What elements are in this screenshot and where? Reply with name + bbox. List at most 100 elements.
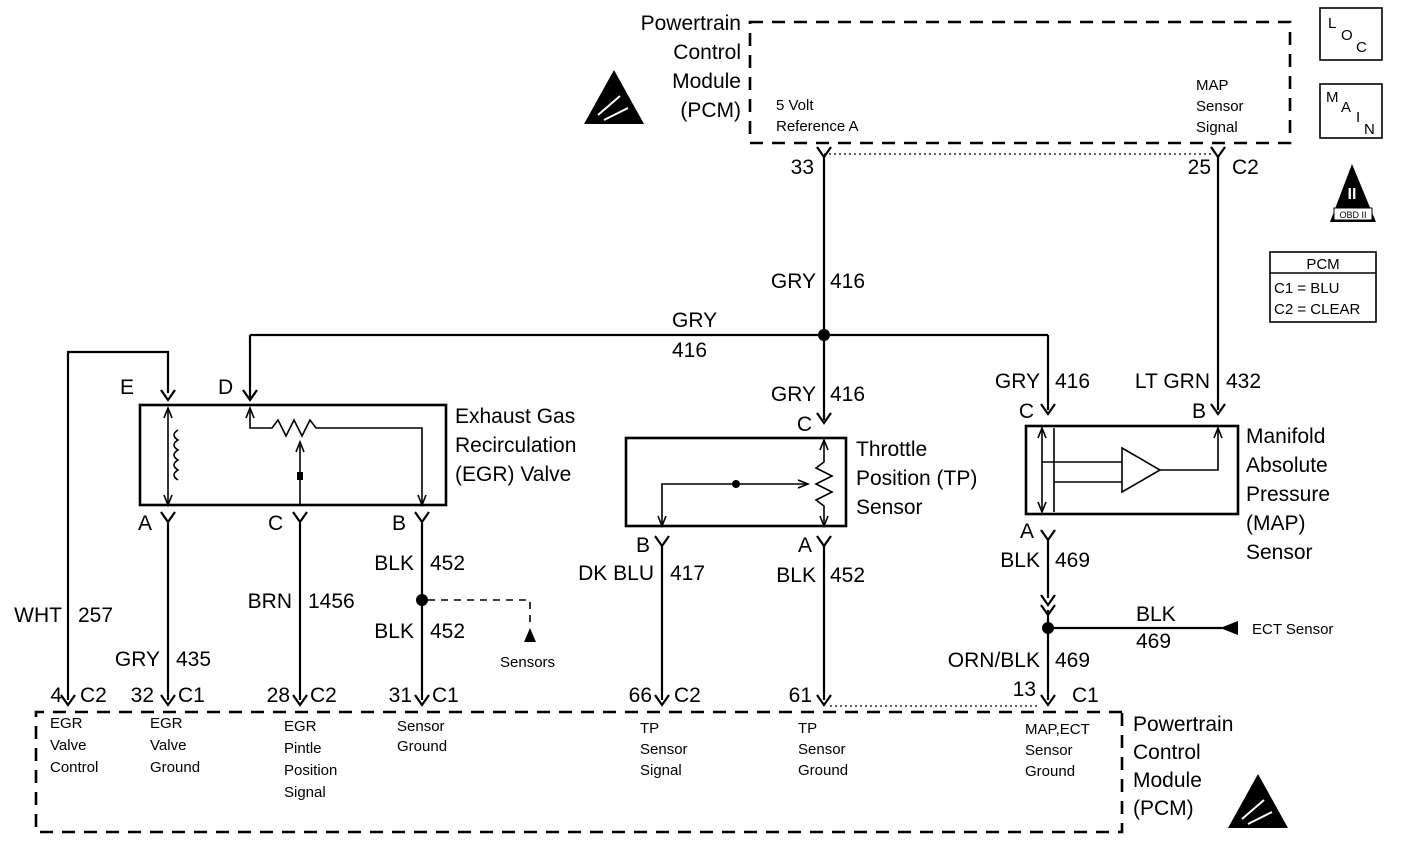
obd-ii-badge-icon: II OBD II (1330, 164, 1376, 222)
map-output-arrow (1213, 425, 1223, 439)
pcm-pin-31-label-line-1: Sensor (397, 718, 445, 735)
pcm-pin-32: 32 (131, 684, 154, 707)
egr-terminal-b: B (392, 512, 406, 535)
wire-label-ornblk-469-color: ORN/BLK (948, 649, 1040, 672)
wire-label-gry-416-tp-color: GRY (771, 383, 816, 406)
wire-labels: GRY 416 GRY 416 GRY 416 GRY 416 LT GRN 4… (14, 270, 1333, 672)
tp-terminal-c-symbol (816, 412, 832, 425)
pcm-bottom-module: Powertrain Control Module (PCM) 4 C2 EGR… (34, 678, 1233, 834)
tp-label-line-1: Throttle (856, 438, 927, 461)
egr-terminal-c: C (268, 512, 283, 535)
pcm-pin-61-label-line-2: Sensor (798, 741, 846, 758)
pcm-pin-66-label-line-2: Sensor (640, 741, 688, 758)
pcm-pin-13-label-line-2: Sensor (1025, 742, 1073, 759)
map-amplifier-icon (1121, 446, 1162, 494)
loc-badge-letter-o: O (1341, 27, 1353, 44)
wire-label-wht-257-color: WHT (14, 604, 62, 627)
map-terminal-c: C (1019, 400, 1034, 423)
pcm-pin-25-connector-symbol (1210, 146, 1226, 159)
tp-resistor-arrows (819, 437, 829, 529)
pcm-pin-25: 25 (1188, 156, 1211, 179)
main-badge-letter-n: N (1364, 121, 1375, 138)
map-terminal-c-symbol (1040, 403, 1056, 416)
map-sensor-component: Manifold Absolute Pressure (MAP) Sensor … (1019, 400, 1330, 564)
pcm-top-pin-label-map-signal-line-2: Sensor (1196, 98, 1244, 115)
pcm-bottom-title-line-2: Control (1133, 741, 1201, 764)
wire-label-gry-416-bus-color: GRY (672, 309, 717, 332)
pcm-top-pin-label-map-signal-line-1: MAP (1196, 77, 1229, 94)
egr-wiper-arrow (295, 439, 305, 453)
ect-sensor-label: ECT Sensor (1252, 621, 1333, 638)
wire-label-brn-1456-num: 1456 (308, 590, 355, 613)
pcm-pin-13-label-line-1: MAP,ECT (1025, 721, 1090, 738)
pcm-pin-25-connector: C2 (1232, 156, 1259, 179)
tp-signal-arrow (657, 515, 667, 529)
pcm-pin-32-symbol (160, 694, 176, 707)
pcm-pin-13: 13 (1013, 678, 1036, 701)
wire-label-gry-416-main-color: GRY (771, 270, 816, 293)
egr-terminal-a-symbol (160, 511, 176, 524)
pcm-pin-61-label-line-3: Ground (798, 762, 848, 779)
main-badge-letter-m: M (1326, 89, 1339, 106)
tp-label-line-2: Position (TP) (856, 467, 977, 490)
loc-badge-letter-c: C (1356, 39, 1367, 56)
pcm-pin-31-connector: C1 (432, 684, 459, 707)
map-sensor-body (1024, 424, 1240, 516)
wire-label-ltgrn-432-color: LT GRN (1135, 370, 1210, 393)
esd-warning-icon (584, 70, 644, 124)
obd-badge-text: OBD II (1339, 210, 1366, 220)
pcm-pin-66-label-line-3: Signal (640, 762, 682, 779)
pcm-pin-32-connector: C1 (178, 684, 205, 707)
wire-label-gry-416-map-num: 416 (1055, 370, 1090, 393)
pcm-pin-66-label-line-1: TP (640, 720, 659, 737)
wire-label-blk-469-ect-num: 469 (1136, 630, 1171, 653)
loc-badge-letter-l: L (1328, 15, 1336, 32)
pcm-pin-66: 66 (629, 684, 652, 707)
pcm-top-title-line-4: (PCM) (680, 99, 741, 122)
wire-sensors-ground-branch (428, 599, 531, 622)
map-terminal-b-symbol (1210, 403, 1226, 416)
pcm-pin-4-label-line-2: Valve (50, 737, 86, 754)
wire-label-blk-452-tp-color: BLK (776, 564, 816, 587)
egr-valve-body (138, 403, 448, 507)
pcm-pin-13-symbol (1040, 694, 1056, 707)
pcm-pin-31-label-line-2: Ground (397, 738, 447, 755)
wire-label-gry-416-main-num: 416 (830, 270, 865, 293)
map-amp-output (1160, 428, 1219, 471)
pcm-pin-61: 61 (789, 684, 812, 707)
tp-sensor-component: Throttle Position (TP) Sensor C B A (624, 413, 977, 557)
pcm-pin-4-label-line-3: Control (50, 759, 98, 776)
pcm-pin-66-symbol (654, 694, 670, 707)
wire-label-blk-452-lower-num: 452 (430, 620, 465, 643)
pcm-bottom-boundary (34, 710, 1124, 834)
pcm-pin-4: 4 (50, 684, 62, 707)
map-label-line-5: Sensor (1246, 541, 1313, 564)
pcm-pin-4-connector: C2 (80, 684, 107, 707)
wire-label-gry-435-num: 435 (176, 648, 211, 671)
map-label-line-4: (MAP) (1246, 512, 1306, 535)
pcm-top-title-line-3: Module (672, 70, 741, 93)
map-terminal-a-symbol (1040, 529, 1056, 542)
egr-label-line-2: Recirculation (455, 434, 576, 457)
wire-label-blk-469-ect-color: BLK (1136, 603, 1176, 626)
pcm-pin-28-label-line-2: Pintle (284, 740, 322, 757)
pcm-pin-4-label-line-1: EGR (50, 715, 83, 732)
wire-label-blk-452-tp-num: 452 (830, 564, 865, 587)
esd-warning-icon (1228, 774, 1288, 828)
legend-line-c1: C1 = BLU (1274, 280, 1339, 297)
wire-label-ltgrn-432-num: 432 (1226, 370, 1261, 393)
wire-label-gry-416-tp-num: 416 (830, 383, 865, 406)
pcm-pin-32-label-line-2: Valve (150, 737, 186, 754)
wire-label-blk-452-upper-color: BLK (374, 552, 414, 575)
main-badge-letter-i: I (1356, 109, 1360, 126)
map-power-arrows (1037, 425, 1047, 515)
obd-badge-numeral: II (1348, 186, 1357, 203)
pcm-pin-28-label-line-1: EGR (284, 718, 317, 735)
pcm-top-pin-label-map-signal-line-3: Signal (1196, 119, 1238, 136)
pcm-pin-32-label-line-1: EGR (150, 715, 183, 732)
pcm-bottom-title-line-3: Module (1133, 769, 1202, 792)
pcm-pin-66-connector: C2 (674, 684, 701, 707)
wire-label-blk-469-upper-num: 469 (1055, 549, 1090, 572)
egr-terminal-a: A (138, 512, 152, 535)
